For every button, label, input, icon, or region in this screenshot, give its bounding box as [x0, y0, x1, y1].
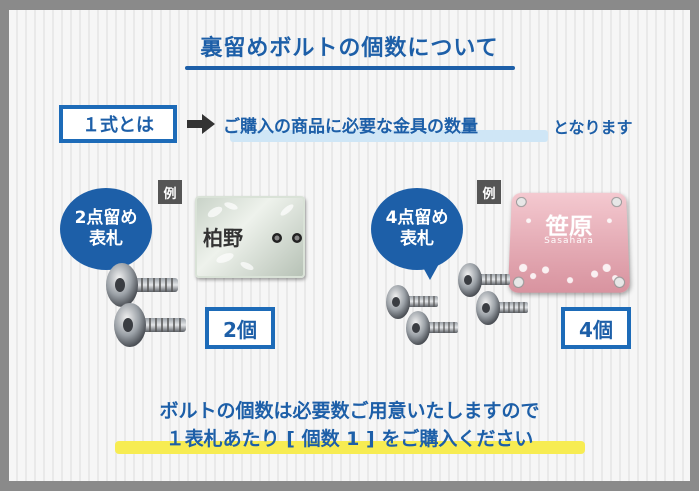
- bolt-pair-icon: [106, 263, 186, 347]
- bolt-set-icon: [385, 262, 529, 346]
- example-tag: 例: [158, 180, 182, 204]
- right-arrow-icon: [187, 114, 215, 134]
- definition-label: １式とは: [59, 105, 177, 143]
- page-title: 裏留めボルトの個数について: [200, 36, 499, 61]
- bubble-line2: 表札: [400, 229, 434, 249]
- example-tag: 例: [477, 180, 501, 204]
- description-highlight: [230, 130, 548, 142]
- two-point-bubble: 2点留め 表札: [60, 188, 152, 270]
- plate-name: 柏野: [203, 226, 243, 250]
- leaf-pattern: [204, 202, 302, 271]
- bubble-line1: 2点留め: [74, 207, 138, 228]
- bubble-line1: 4点留め: [385, 207, 449, 228]
- definition-suffix: となります: [553, 118, 633, 137]
- two-point-nameplate-image: 柏野: [195, 196, 305, 278]
- four-point-bubble: 4点留め 表札: [371, 188, 463, 270]
- definition-description: ご購入の商品に必要な金具の数量: [223, 117, 478, 137]
- footer-line2: １表札あたり [ 個数 1 ] をご購入ください: [165, 428, 534, 450]
- title-underline: [185, 66, 515, 70]
- bubble-tail: [420, 262, 440, 280]
- bubble-line2: 表札: [89, 229, 123, 249]
- footer-highlight: [115, 441, 585, 454]
- footer-line1: ボルトの個数は必要数ご用意いたしますので: [159, 400, 540, 422]
- plate-roman: Sasahara: [543, 236, 595, 246]
- two-point-count: 2個: [205, 307, 275, 349]
- four-point-count: 4個: [561, 307, 631, 349]
